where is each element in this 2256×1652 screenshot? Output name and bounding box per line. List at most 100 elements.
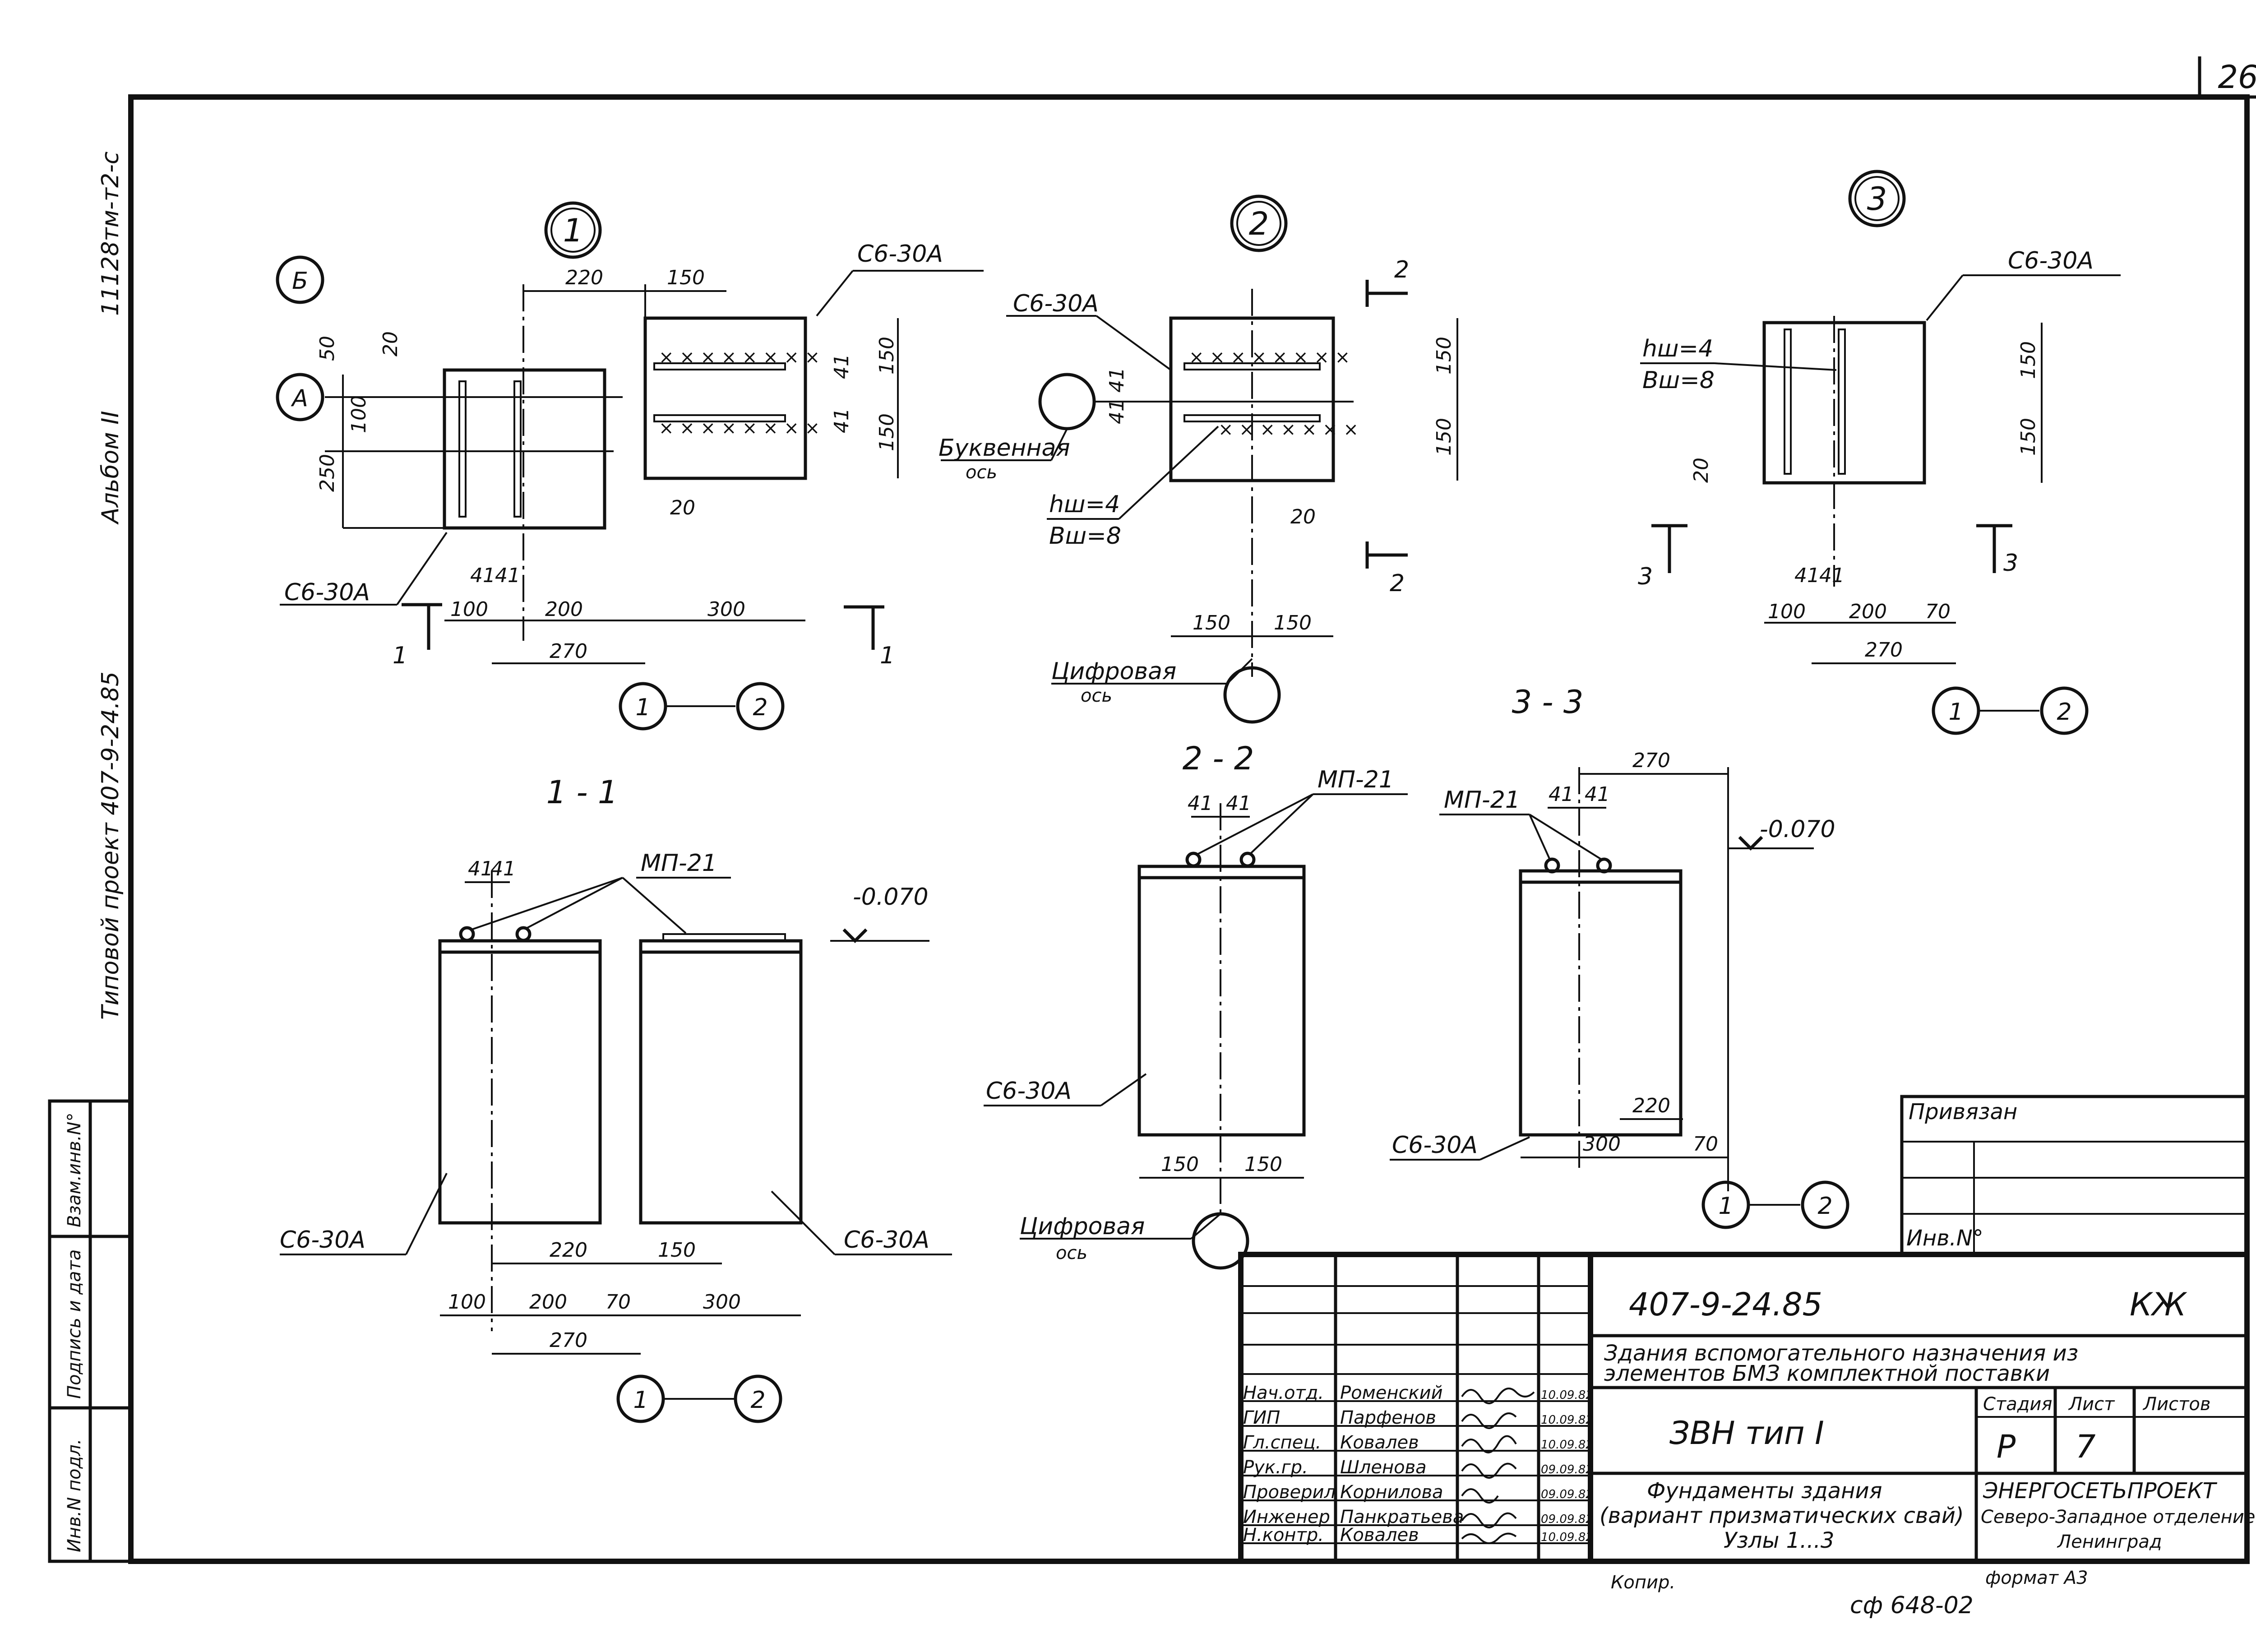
svg-text:100: 100 (448, 1291, 486, 1314)
svg-text:1: 1 (635, 694, 650, 721)
svg-text:09.09.82: 09.09.82 (1541, 1488, 1593, 1501)
svg-text:250: 250 (316, 454, 339, 492)
svg-text:Корнилова: Корнилова (1340, 1482, 1443, 1503)
node-1: 1 Б А × × × × × × × × × × × × × × × × 22… (276, 201, 984, 731)
svg-text:2: 2 (2057, 699, 2071, 726)
svg-text:300: 300 (1583, 1133, 1621, 1156)
tb-org-1: ЭНЕРГОСЕТЬПРОЕКТ (1983, 1478, 2218, 1504)
svg-text:300: 300 (707, 598, 745, 621)
svg-text:300: 300 (703, 1291, 741, 1314)
section-1-1-pile-right-label: С6-30А (844, 1226, 929, 1254)
svg-text:220: 220 (550, 1239, 587, 1262)
axis-digit-circle (1223, 666, 1281, 724)
node-3-weld-b: Вш=8 (1642, 367, 1715, 394)
svg-text:100: 100 (347, 395, 370, 433)
node-3: 3 С6-30А hш=4 Вш=8 150 150 20 41 41 100 … (1638, 170, 2121, 735)
svg-text:Ковалев: Ковалев (1340, 1432, 1419, 1453)
tb-bottom-code: сф 648-02 (1850, 1592, 1974, 1619)
svg-text:41: 41 (1226, 792, 1251, 815)
tb-mark: КЖ (2130, 1286, 2187, 1323)
node-2-section-top: 2 (1394, 256, 1409, 283)
svg-text:Н.контр.: Н.контр. (1243, 1525, 1324, 1546)
sheet-frame (128, 94, 2250, 1564)
section-1-1-mp: МП-21 (641, 850, 717, 877)
tb-sheet-title-2: (вариант призматических свай) (1600, 1503, 1964, 1528)
node-1-section-left: 1 (393, 642, 407, 669)
sheet-number: 26 (2218, 59, 2256, 96)
section-2-2-pile (1137, 876, 1306, 1137)
node-2: 2 × × × × × × × × × × × × × × × С6-30А Б… (938, 194, 1458, 724)
section-2-2: 2 - 2 41 41 МП-21 С6-30А 150 150 Цифрова… (984, 740, 1408, 1270)
privyazan-inv: Инв.N° (1906, 1226, 1983, 1251)
tb-stage-h: Стадия (1983, 1394, 2052, 1415)
node-1-plate-right-label: С6-30А (857, 241, 943, 268)
svg-text:150: 150 (2017, 418, 2040, 456)
svg-text:Роменский: Роменский (1340, 1383, 1443, 1403)
side-inv-podl: Инв.N подл. (64, 1439, 85, 1552)
svg-text:20: 20 (379, 331, 402, 356)
svg-text:10.09.82: 10.09.82 (1541, 1388, 1593, 1402)
svg-text:150: 150 (875, 413, 898, 451)
node-3-plate (1762, 321, 1926, 485)
tb-sheet-title-3: Узлы 1...3 (1724, 1528, 1834, 1553)
tb-kopir: Копир. (1611, 1572, 1675, 1593)
svg-text:70: 70 (606, 1291, 631, 1314)
node-3-section-left: 3 (1638, 563, 1653, 590)
svg-text:Гл.спец.: Гл.спец. (1243, 1432, 1321, 1453)
svg-text:70: 70 (1925, 600, 1951, 623)
section-2-2-title: 2 - 2 (1183, 740, 1254, 777)
album-label: Альбом II (97, 411, 124, 525)
svg-text:150: 150 (667, 266, 705, 289)
svg-text:41: 41 (468, 857, 493, 880)
svg-text:150: 150 (1193, 611, 1230, 634)
section-1-1-level: -0.070 (853, 884, 929, 911)
axis-a: А (291, 385, 308, 412)
svg-text:41: 41 (1549, 783, 1574, 806)
node-1-plate-left (443, 368, 606, 530)
svg-text:20: 20 (670, 496, 695, 519)
svg-text:10.09.82: 10.09.82 (1541, 1438, 1593, 1452)
svg-text:220: 220 (1632, 1094, 1670, 1117)
side-vzam: Взам.инв.N° (64, 1113, 85, 1227)
tb-format: формат А3 (1985, 1568, 2088, 1588)
svg-text:1: 1 (633, 1387, 648, 1414)
section-1-1-pile-right (639, 950, 803, 1225)
section-1-1-title: 1 - 1 (546, 774, 618, 811)
svg-text:20: 20 (1690, 458, 1713, 483)
node-2-plate-label: С6-30А (1013, 290, 1099, 317)
svg-text:100: 100 (450, 598, 488, 621)
tb-code: 407-9-24.85 (1629, 1286, 1822, 1323)
svg-text:Рук.гр.: Рук.гр. (1243, 1457, 1308, 1478)
svg-text:200: 200 (1849, 600, 1887, 623)
tb-building: ЗВН тип I (1669, 1415, 1824, 1452)
svg-text:41: 41 (1105, 399, 1128, 424)
svg-text:09.09.82: 09.09.82 (1541, 1463, 1593, 1476)
tb-sheets-h: Листов (2142, 1394, 2210, 1415)
svg-text:× × × × × × ×: × × × × × × × (1218, 419, 1359, 440)
svg-text:2: 2 (753, 694, 767, 721)
node-2-weld-b: Вш=8 (1049, 523, 1121, 550)
svg-text:10.09.82: 10.09.82 (1541, 1413, 1593, 1427)
svg-text:ось: ось (966, 462, 997, 483)
svg-text:50: 50 (316, 336, 339, 361)
svg-text:270: 270 (1632, 749, 1670, 772)
svg-text:150: 150 (1244, 1153, 1282, 1176)
svg-text:41: 41 (830, 408, 853, 433)
tb-object-1: Здания вспомогательного назначения из (1604, 1341, 2078, 1366)
svg-text:41: 41 (830, 354, 853, 379)
svg-text:41: 41 (1585, 783, 1610, 806)
svg-text:1: 1 (1718, 1193, 1733, 1220)
svg-text:Парфенов: Парфенов (1340, 1407, 1436, 1428)
svg-text:Ковалев: Ковалев (1340, 1525, 1419, 1546)
svg-text:2: 2 (1817, 1193, 1832, 1220)
svg-text:41: 41 (1819, 564, 1845, 587)
svg-text:41: 41 (1105, 367, 1128, 393)
section-3-3-pile-label: С6-30А (1392, 1132, 1478, 1159)
node-2-axis-digit: Цифровая (1051, 658, 1176, 685)
svg-text:270: 270 (550, 1329, 587, 1352)
svg-text:ось: ось (1081, 685, 1112, 706)
svg-text:150: 150 (2017, 341, 2040, 379)
svg-text:Инженер: Инженер (1243, 1507, 1330, 1527)
side-inscriptions: 11128тм-т2-с Альбом II Типовой проект 40… (97, 152, 124, 1020)
svg-text:× × × × × × × ×: × × × × × × × × (659, 347, 820, 368)
